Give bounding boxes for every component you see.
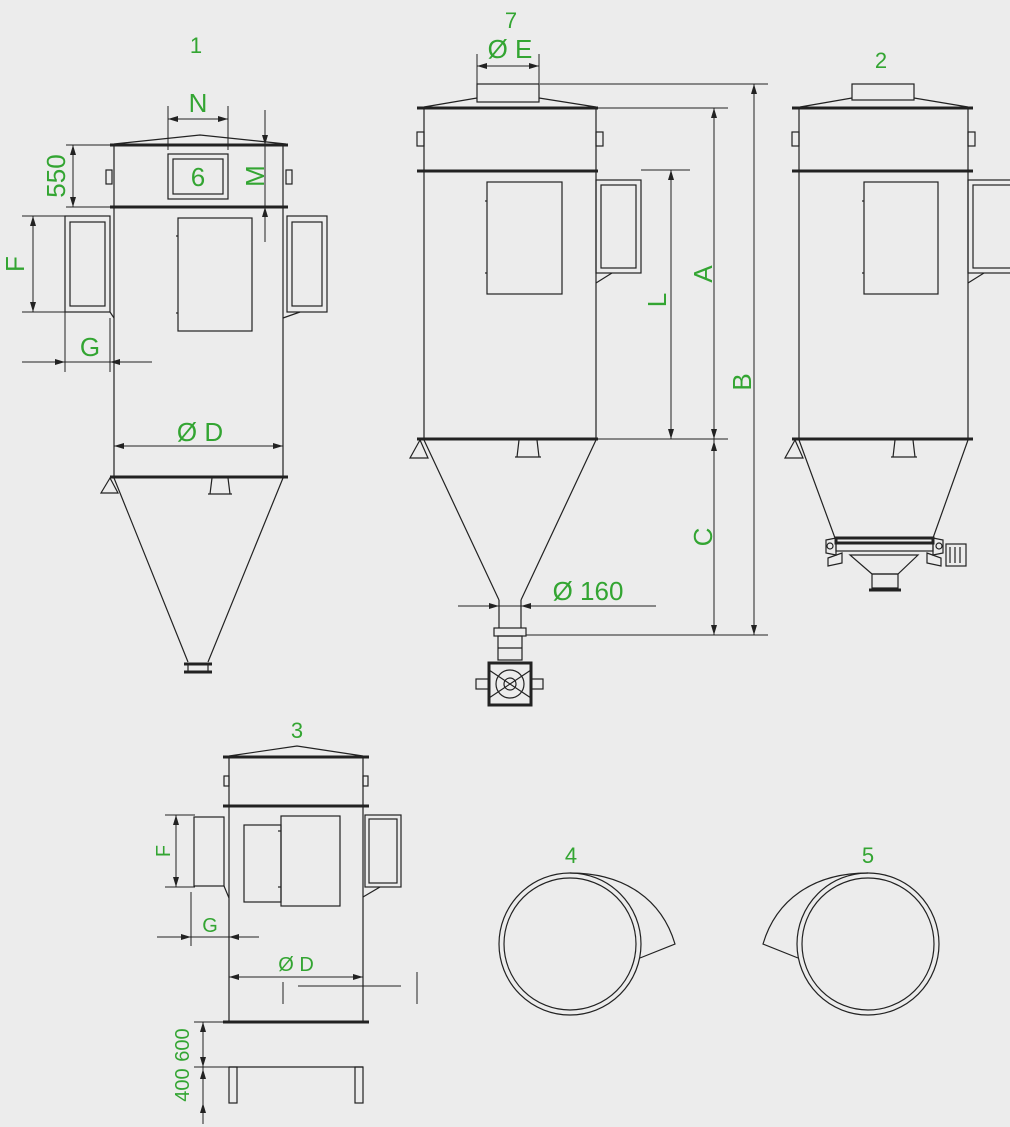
view-1-number: 1 (190, 33, 202, 58)
dim-160-label: Ø 160 (553, 576, 624, 606)
view-7: 7 (408, 8, 768, 707)
dim-550-label: 550 (41, 154, 71, 197)
dim-g3-label: G (202, 915, 218, 937)
view-4: 4 (498, 843, 676, 1016)
dim-d3-label: Ø D (278, 954, 314, 976)
dim-e-label: Ø E (488, 34, 533, 64)
view-2-number: 2 (875, 48, 887, 73)
dim-b-label: B (727, 373, 757, 390)
view-6-number: 6 (191, 162, 205, 192)
view-2: 2 (783, 48, 1010, 592)
dim-c-label: C (688, 528, 718, 547)
dim-n-label: N (189, 88, 208, 118)
dim-a-label: A (688, 265, 718, 283)
view-7-number: 7 (505, 8, 517, 33)
dim-d-label: Ø D (177, 417, 223, 447)
view-3-number: 3 (291, 718, 303, 743)
dim-l-label: L (642, 293, 672, 307)
view-5: 5 (762, 843, 940, 1016)
dim-g-label: G (80, 332, 100, 362)
view-5-number: 5 (862, 843, 874, 868)
dim-f-label: F (0, 256, 30, 272)
view-1: 1 6 (0, 33, 328, 674)
dim-m-label: M (240, 165, 270, 187)
view-3: 3 F G (153, 718, 418, 1124)
dim-f3-label: F (153, 845, 175, 857)
dim-600-label: 600 (172, 1028, 194, 1061)
dim-400-label: 400 (172, 1068, 194, 1101)
view-4-number: 4 (565, 843, 577, 868)
